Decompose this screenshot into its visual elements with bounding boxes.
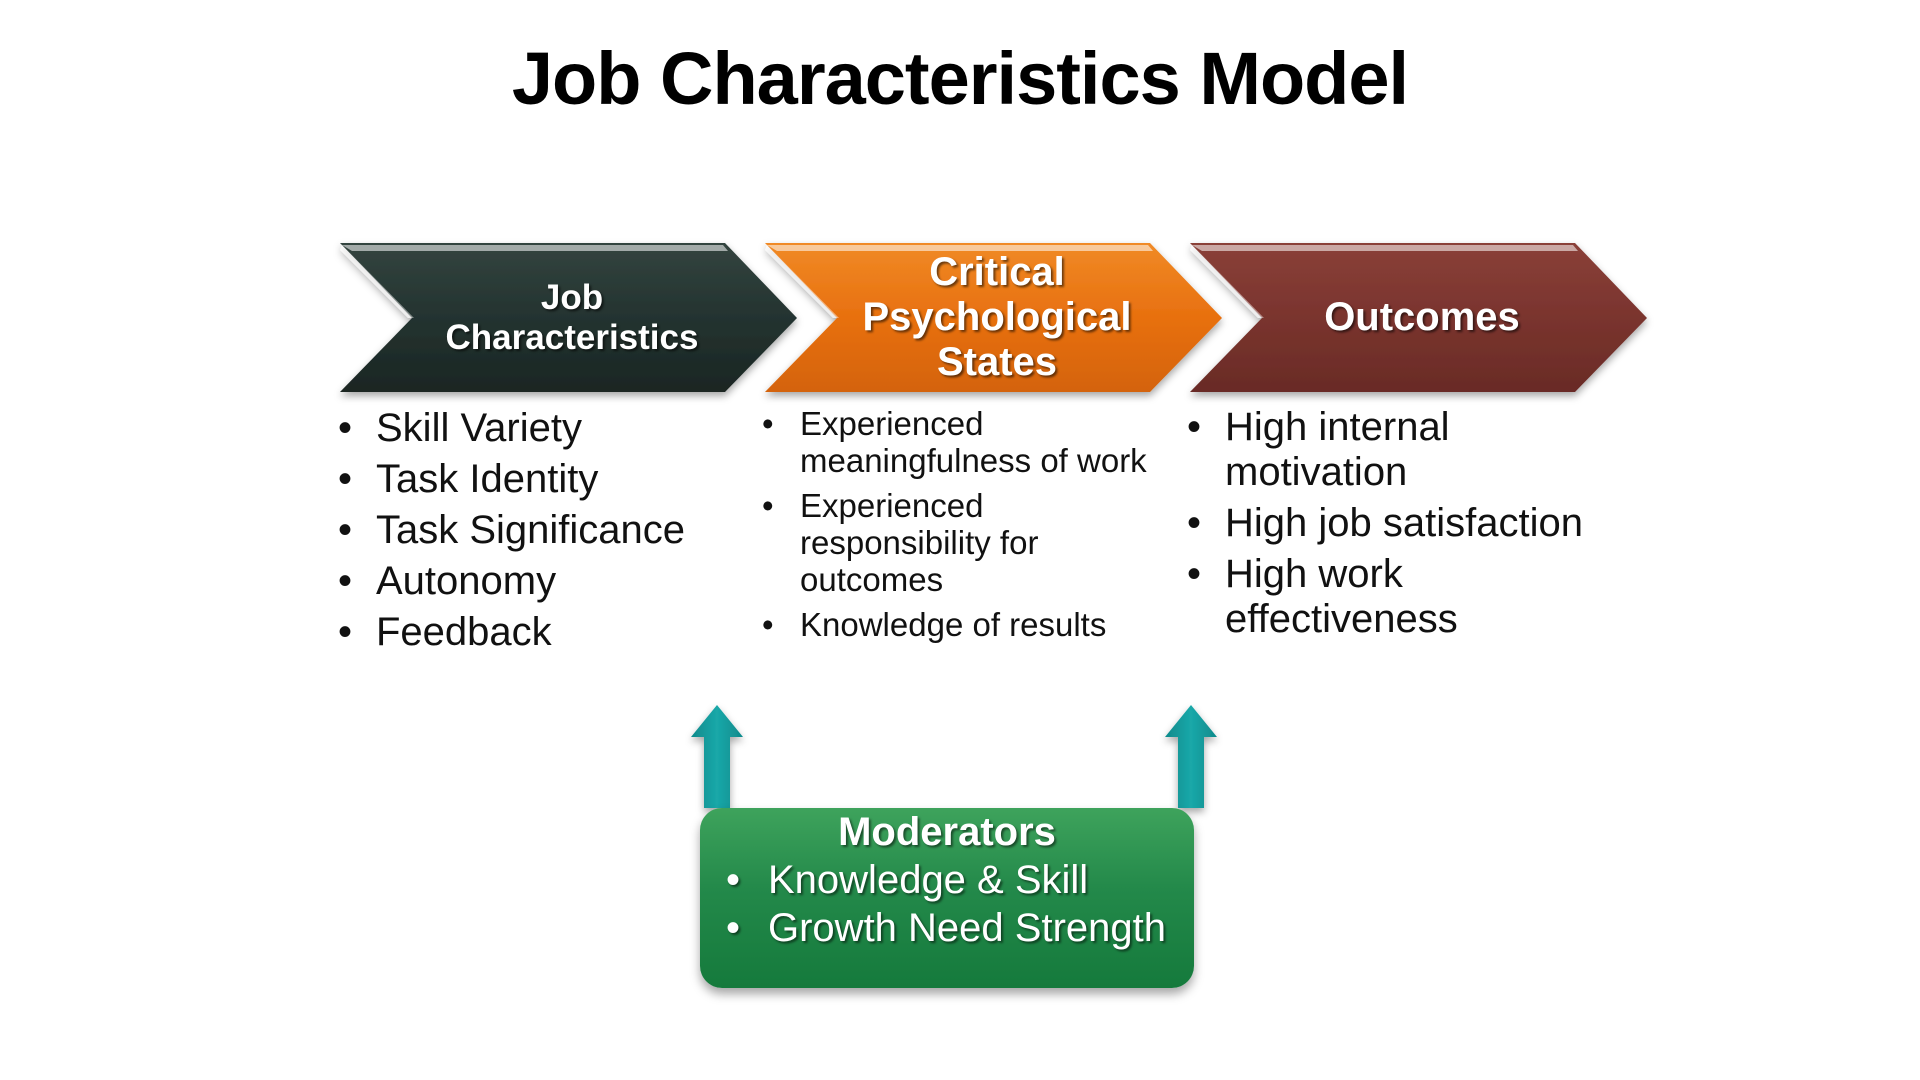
chevron-outcomes xyxy=(1190,243,1647,392)
moderators-title: Moderators xyxy=(838,810,1056,854)
chevron-label-line: Characteristics xyxy=(445,317,699,357)
chevron-label-line: Outcomes xyxy=(1324,295,1520,340)
up-arrow-right xyxy=(1165,705,1217,808)
chevron-label-line: Job xyxy=(540,278,604,318)
chevron-job-characteristics xyxy=(340,243,797,392)
up-arrow-left xyxy=(691,705,743,808)
list-item: High internal motivation xyxy=(1187,405,1587,495)
chevron-label-line: Critical xyxy=(929,249,1065,294)
chevron-label-critical-psychological-states: Critical Psychological States xyxy=(837,243,1157,392)
list-item: Task Significance xyxy=(338,507,738,554)
page-title: Job Characteristics Model xyxy=(511,37,1409,120)
list-item: High job satisfaction xyxy=(1187,501,1587,546)
chevron-label-line: Psychological xyxy=(862,294,1132,339)
job-characteristics-list: Skill Variety Task Identity Task Signifi… xyxy=(338,405,738,660)
list-item: Experienced responsibility for outcomes xyxy=(762,487,1152,598)
moderators-box: Moderators Knowledge & Skill Growth Need… xyxy=(700,808,1194,988)
list-item: Autonomy xyxy=(338,558,738,605)
list-item: Experienced meaningfulness of work xyxy=(762,405,1152,479)
list-item: High work effectiveness xyxy=(1187,552,1587,642)
list-item: Feedback xyxy=(338,609,738,656)
chevron-label-line: States xyxy=(936,340,1058,385)
chevron-label-outcomes: Outcomes xyxy=(1262,243,1582,392)
outcomes-list: High internal motivation High job satisf… xyxy=(1187,405,1587,648)
chevron-critical-psychological-states xyxy=(765,243,1222,392)
list-item: Skill Variety xyxy=(338,405,738,452)
chevron-label-job-characteristics: Job Characteristics xyxy=(412,243,732,392)
list-item: Knowledge of results xyxy=(762,606,1152,643)
moderators-list: Knowledge & Skill Growth Need Strength xyxy=(726,856,1176,952)
list-item: Task Identity xyxy=(338,456,738,503)
list-item: Growth Need Strength xyxy=(726,904,1176,952)
psychological-states-list: Experienced meaningfulness of work Exper… xyxy=(762,405,1152,651)
list-item: Knowledge & Skill xyxy=(726,856,1176,904)
